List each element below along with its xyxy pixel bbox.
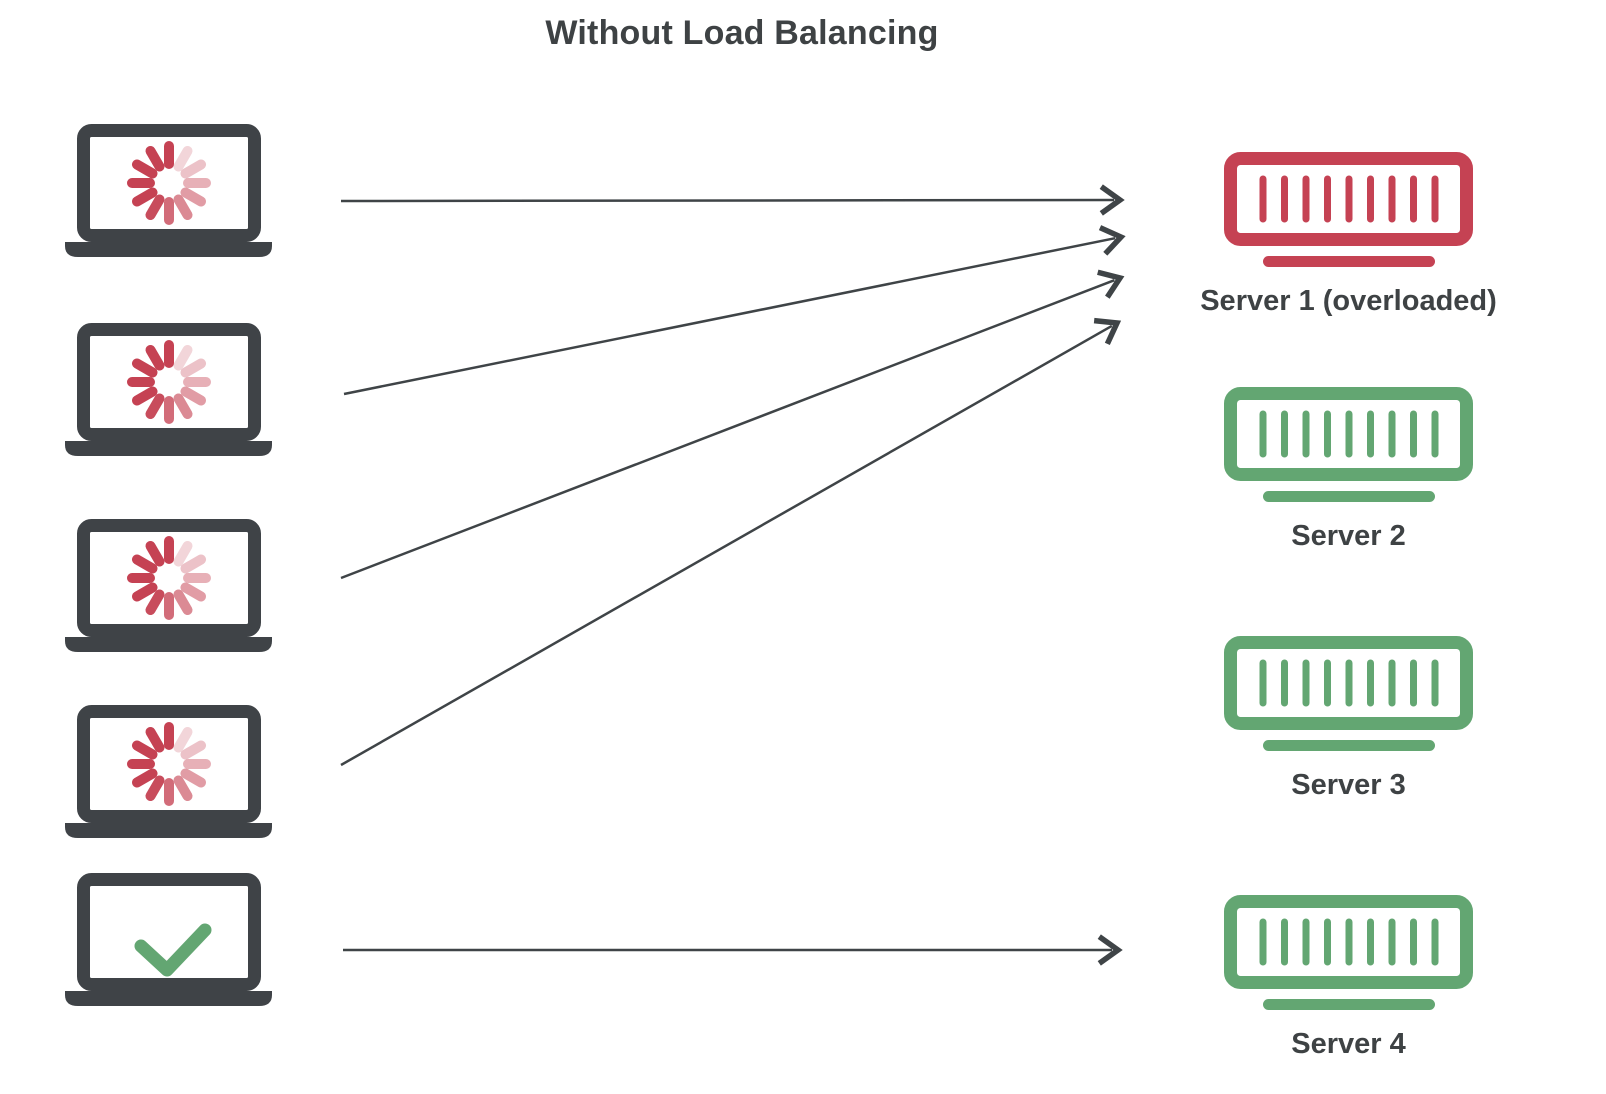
arrow-shaft [340,198,1115,203]
server-4-server-icon: Server 4 [1224,895,1473,1060]
spinner-segment [173,589,193,616]
arrow-head-icon [1093,317,1122,346]
spinner-segment [131,386,158,406]
spinner-segment [145,393,165,420]
spinner-segment [131,740,158,760]
spinner-segment [180,554,207,574]
spinner-segment [180,159,207,179]
spinner-segment [131,554,158,574]
client-2-laptop-icon [65,323,272,456]
client-1-laptop-icon [65,124,272,257]
checkmark-icon [134,923,212,977]
server-base [1263,491,1435,502]
client-5-laptop-icon [65,873,272,1006]
spinner-segment [173,344,193,371]
server-2-server-icon: Server 2 [1224,387,1473,552]
spinner-segment [145,589,165,616]
arrow-head-icon [1098,225,1126,256]
arrow-shaft [340,324,1113,767]
laptop-screen [77,519,261,637]
spinner-segment [131,582,158,602]
arrow-head-icon [1097,934,1123,966]
spinner-segment [145,145,165,172]
spinner-segment [173,726,193,753]
server-base [1263,999,1435,1010]
server-label: Server 4 [1291,1028,1406,1060]
client-4-laptop-icon [65,705,272,838]
arrow-client4-to-server1 [340,317,1122,767]
server-base [1263,256,1435,267]
spinner-segment [173,194,193,221]
loading-spinner-icon [127,141,211,225]
server-1-server-icon: Server 1 (overloaded) [1200,152,1497,317]
spinner-segment [180,187,207,207]
arrow-shaft [343,236,1116,396]
loading-spinner-icon [127,340,211,424]
laptop-base [65,991,272,1006]
spinner-segment [131,358,158,378]
arrow-client3-to-server1 [340,269,1125,580]
spinner-segment [173,393,193,420]
laptop-base [65,242,272,257]
laptop-base [65,637,272,652]
laptop-base [65,441,272,456]
spinner-segment [145,194,165,221]
spinner-segment [180,386,207,406]
spinner-segment [173,540,193,567]
arrow-client1-to-server1 [340,184,1125,216]
laptop-screen [77,124,261,242]
laptop-screen [77,323,261,441]
server-3-server-icon: Server 3 [1224,636,1473,801]
loading-spinner-icon [127,536,211,620]
spinner-segment [131,159,158,179]
laptop-base [65,823,272,838]
spinner-segment [180,358,207,378]
spinner-segment [145,775,165,802]
spinner-segment [173,145,193,172]
loading-spinner-icon [127,722,211,806]
spinner-segment [145,344,165,371]
arrow-head-icon [1099,184,1125,216]
server-label: Server 3 [1291,769,1406,801]
arrow-shaft [340,278,1115,580]
arrow-client2-to-server1 [343,225,1126,396]
client-3-laptop-icon [65,519,272,652]
spinner-segment [180,582,207,602]
arrow-head-icon [1097,269,1125,299]
spinner-segment [131,187,158,207]
server-label: Server 2 [1291,520,1406,552]
server-label: Server 1 (overloaded) [1200,285,1497,317]
laptop-screen [77,873,261,991]
spinner-segment [173,775,193,802]
spinner-segment [131,768,158,788]
diagram-title: Without Load Balancing [545,14,939,52]
spinner-segment [180,740,207,760]
arrow-client5-to-server4 [343,934,1123,966]
spinner-segment [180,768,207,788]
spinner-segment [145,540,165,567]
laptop-screen [77,705,261,823]
server-base [1263,740,1435,751]
spinner-segment [145,726,165,753]
